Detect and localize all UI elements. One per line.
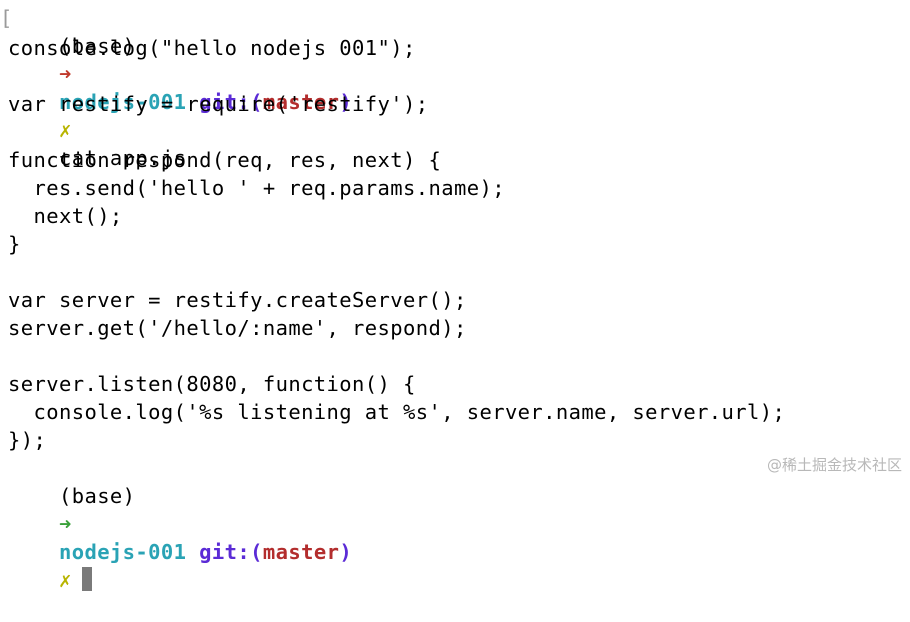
output-line: res.send('hello ' + req.params.name); [8, 176, 505, 200]
output-line: server.listen(8080, function() { [8, 372, 416, 396]
prompt-directory: nodejs-001 [58, 540, 187, 564]
prompt-line-2[interactable]: (base) ➜ nodejs-001 git:(master) ✗ [8, 454, 352, 592]
output-line: console.log('%s listening at %s', server… [8, 400, 786, 424]
prompt-arrow-icon: ➜ [58, 62, 72, 86]
output-line: console.log("hello nodejs 001"); [8, 36, 416, 60]
output-line: var server = restify.createServer(); [8, 288, 467, 312]
prompt-git-close: ) [339, 540, 353, 564]
scroll-edge-marker: [ [0, 6, 13, 30]
prompt-git-close: ) [339, 90, 353, 114]
prompt-line-1: (base) ➜ nodejs-001 git:(master) ✗ cat a… [8, 4, 352, 170]
output-line: }); [8, 428, 47, 452]
output-line: server.get('/hello/:name', respond); [8, 316, 467, 340]
prompt-git-label: git:( [199, 540, 263, 564]
output-line: function respond(req, res, next) { [8, 148, 442, 172]
watermark-text: @稀土掘金技术社区 [766, 456, 902, 474]
output-line: next(); [8, 204, 123, 228]
prompt-env: (base) [58, 484, 136, 508]
output-line: var restify = require('restify'); [8, 92, 429, 116]
output-line: } [8, 232, 21, 256]
terminal-window[interactable]: (base) ➜ nodejs-001 git:(master) ✗ cat a… [0, 2, 910, 592]
prompt-git-branch: master [262, 540, 340, 564]
prompt-env: (base) [58, 34, 136, 58]
text-cursor [81, 567, 92, 591]
prompt-git-branch: master [262, 90, 340, 114]
prompt-git-label: git:( [199, 90, 263, 114]
prompt-directory: nodejs-001 [58, 90, 187, 114]
prompt-arrow-icon: ➜ [58, 512, 72, 536]
dirty-status-icon: ✗ [58, 118, 72, 142]
dirty-status-icon: ✗ [58, 568, 72, 592]
prompt-command: cat app.js [58, 146, 187, 170]
